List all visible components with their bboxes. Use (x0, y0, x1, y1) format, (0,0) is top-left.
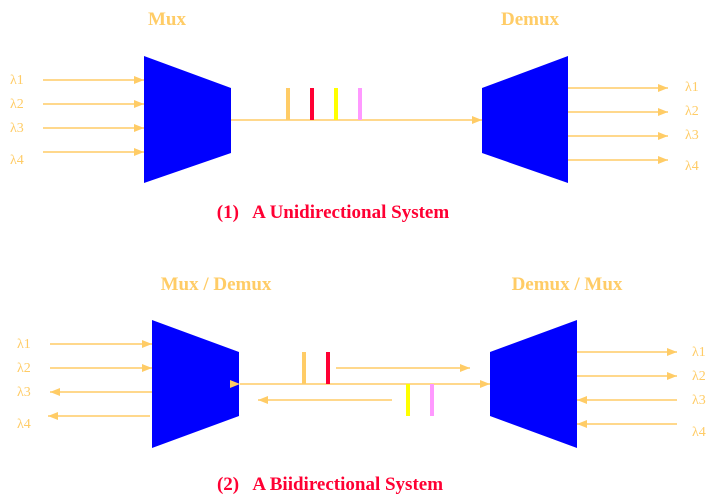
channel-bar-4 (430, 384, 434, 416)
demux-output-arrows (568, 84, 668, 164)
right-label-4: λ4 (692, 425, 706, 440)
output-label-2: λ2 (685, 104, 699, 119)
channel-bar-1 (302, 352, 306, 384)
channel-bar-2 (326, 352, 330, 384)
mux-demux-block (152, 320, 239, 448)
right-label-2: λ2 (692, 369, 706, 384)
channel-bar-1 (286, 88, 290, 120)
output-label-4: λ4 (685, 159, 699, 174)
right-arrows (577, 348, 677, 428)
demux-mux-block (490, 320, 577, 448)
demux-title: Demux (501, 9, 560, 30)
demux-block (482, 56, 568, 183)
channel-bar-4 (358, 88, 362, 120)
mux-demux-title: Mux / Demux (161, 274, 272, 295)
left-label-4: λ4 (17, 417, 31, 432)
input-label-1: λ1 (10, 73, 24, 88)
output-label-1: λ1 (685, 80, 699, 95)
mux-title: Mux (148, 9, 187, 30)
mux-block (144, 56, 231, 183)
left-arrows (48, 340, 152, 420)
demux-mux-title: Demux / Mux (512, 274, 623, 295)
channel-bar-3 (334, 88, 338, 120)
left-label-2: λ2 (17, 361, 31, 376)
caption-unidirectional: (1) A Unidirectional System (217, 202, 450, 223)
input-label-3: λ3 (10, 121, 24, 136)
output-label-3: λ3 (685, 128, 699, 143)
channel-bar-2 (310, 88, 314, 120)
caption-bidirectional: (2) A Biidirectional System (217, 474, 443, 495)
input-label-4: λ4 (10, 153, 24, 168)
right-label-1: λ1 (692, 345, 706, 360)
mux-input-arrows (43, 76, 144, 156)
channel-bar-3 (406, 384, 410, 416)
right-label-3: λ3 (692, 393, 706, 408)
left-label-3: λ3 (17, 385, 31, 400)
left-label-1: λ1 (17, 337, 31, 352)
input-label-2: λ2 (10, 97, 24, 112)
